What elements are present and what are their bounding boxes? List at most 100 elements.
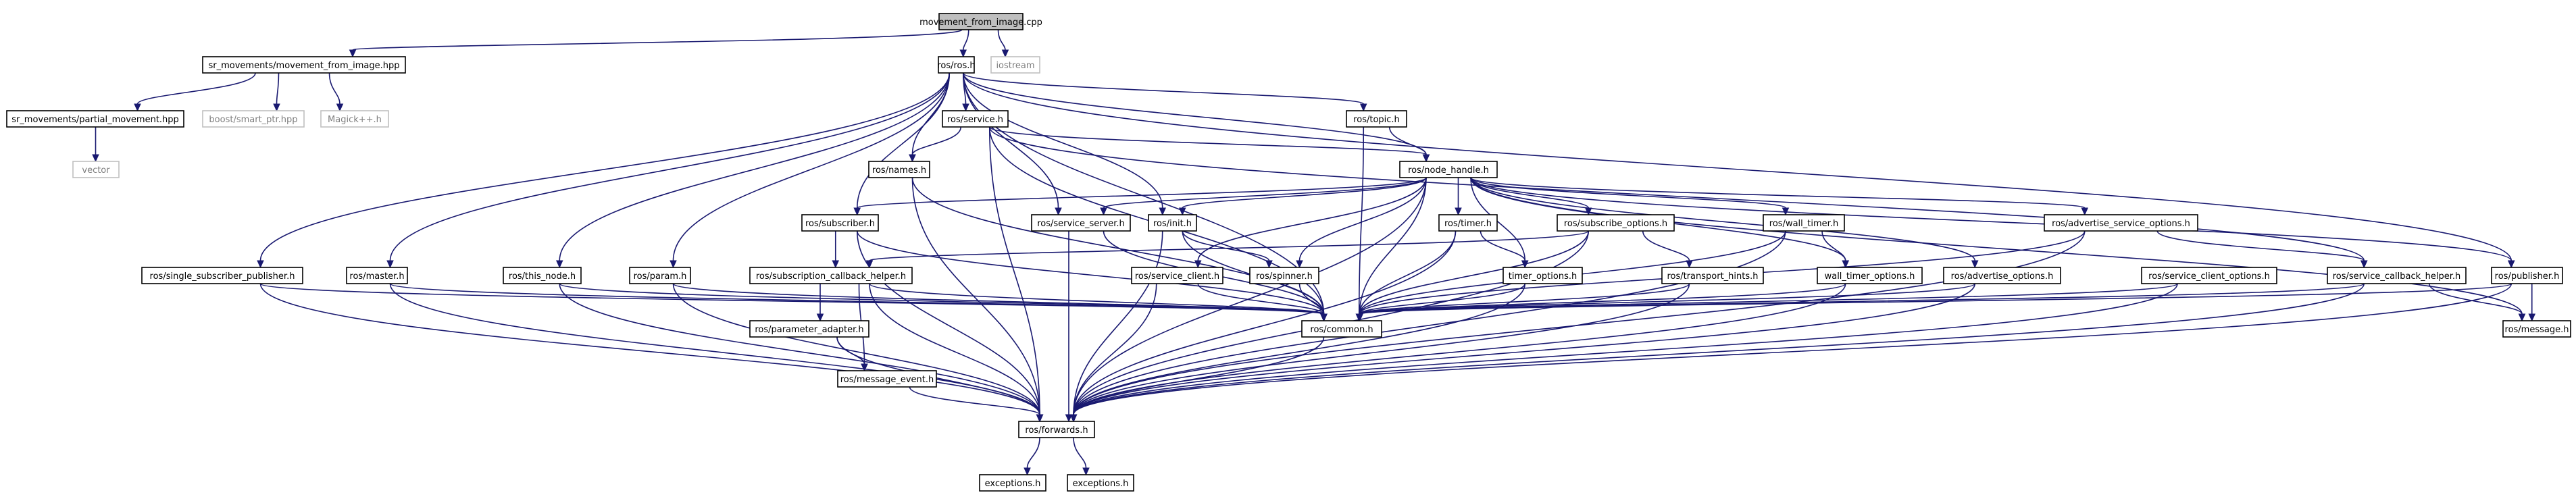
edge-line [962,29,969,51]
edge-line [836,336,1040,415]
edge-line [259,283,1040,415]
node-wall-timer-options-h[interactable]: wall_timer_options.h [1817,267,1923,284]
node-advertise-service-options-h[interactable]: ros/advertise_service_options.h [2044,214,2198,232]
edge-line [1821,230,1846,261]
node-subscription-callback-helper-h[interactable]: ros/subscription_callback_helper.h [749,267,913,284]
include-edge [273,72,280,112]
edge-line [1359,230,1590,315]
include-edge [1455,178,1462,216]
edge-line [672,283,1325,315]
node-label: ros/message.h [2505,325,2569,335]
include-edge [962,72,1167,216]
edge-line [997,29,1006,51]
include-edge [853,177,1427,216]
node-label: ros/timer.h [1444,219,1492,229]
arrowhead-icon [2360,260,2368,269]
node-subscriber-h[interactable]: ros/subscriber.h [801,214,879,232]
include-edge [1069,336,1325,423]
edge-line [1073,283,1157,415]
node-layer: movement_from_image.cpp sr_movements/mov… [6,13,2571,492]
edge-line [1470,177,2512,261]
edge-line [1073,437,1087,469]
node-label: ros/subscribe_options.h [1564,219,1667,229]
node-boost-smart-ptr-hpp: boost/smart_ptr.hpp [202,110,305,128]
node-label: ros/subscriber.h [805,219,875,229]
include-edge [1073,437,1090,476]
node-param-h[interactable]: ros/param.h [629,267,691,284]
node-timer-h[interactable]: ros/timer.h [1438,214,1498,232]
node-topic-h[interactable]: ros/topic.h [1346,110,1407,128]
node-parameter-adapter-h[interactable]: ros/parameter_adapter.h [749,320,869,338]
node-message-h[interactable]: ros/message.h [2502,320,2571,338]
node-magick-h: Magick++.h [320,110,389,128]
edge-line [1026,437,1040,469]
arrowhead-icon [2528,313,2536,322]
include-edge [1821,230,1850,269]
edge-line [1103,177,1427,209]
node-advertise-options-h[interactable]: ros/advertise_options.h [1943,267,2061,284]
node-partial-movement-hpp[interactable]: sr_movements/partial_movement.hpp [6,110,184,128]
arrowhead-icon [1069,414,1078,423]
include-edge [962,72,1062,216]
node-service-client-h[interactable]: ros/service_client.h [1131,267,1223,284]
node-label: iostream [996,61,1034,71]
node-single-subscriber-publisher-h[interactable]: ros/single_subscriber_publisher.h [141,267,303,284]
node-common-h[interactable]: ros/common.h [1301,320,1382,338]
arrowhead-icon [1055,207,1062,216]
node-forwards-h[interactable]: ros/forwards.h [1018,421,1095,438]
include-edge [909,386,1044,423]
arrowhead-icon [1178,207,1186,216]
node-label: sr_movements/partial_movement.hpp [11,115,179,125]
edge-line [1358,126,1365,315]
node-movement-from-image-hpp[interactable]: sr_movements/movement_from_image.hpp [202,56,406,74]
arrowhead-icon [134,103,141,112]
arrowhead-icon [386,260,394,269]
node-label: ros/service_callback_helper.h [2333,271,2461,282]
include-edge [832,231,840,269]
node-label: ros/parameter_adapter.h [755,325,863,335]
node-init-h[interactable]: ros/init.h [1148,214,1197,232]
arrowhead-icon [1971,260,1979,269]
node-exceptions-h-right[interactable]: exceptions.h [1067,474,1134,492]
edge-line [672,72,951,261]
node-names-h[interactable]: ros/names.h [868,161,930,178]
node-master-h[interactable]: ros/master.h [346,267,408,284]
node-label: ros/node_handle.h [1408,165,1489,176]
edge-line [1359,283,1526,315]
include-edge [1470,177,1979,269]
arrowhead-icon [2081,207,2089,216]
node-transport-hints-h[interactable]: ros/transport_hints.h [1661,267,1764,284]
include-edge [259,283,1328,322]
edge-line [1470,177,1590,209]
node-ros-h[interactable]: ros/ros.h [937,56,976,74]
node-label: Magick++.h [328,115,382,125]
node-service-client-options-h[interactable]: ros/service_client_options.h [2141,267,2277,284]
node-subscribe-options-h[interactable]: ros/subscribe_options.h [1557,214,1675,232]
node-label: ros/ros.h [937,61,975,71]
node-exceptions-h-left[interactable]: exceptions.h [979,474,1046,492]
edge-line [1073,230,2086,415]
edge-line [1480,230,1526,261]
include-edge [257,72,951,269]
node-message-event-h[interactable]: ros/message_event.h [837,370,937,388]
node-label: ros/common.h [1310,325,1373,335]
edge-line [856,230,1325,315]
node-service-callback-helper-h[interactable]: ros/service_callback_helper.h [2327,267,2467,284]
node-movement-from-image-cpp[interactable]: movement_from_image.cpp [919,13,1042,30]
include-edge [869,283,1328,322]
node-spinner-h[interactable]: ros/spinner.h [1249,267,1319,284]
node-service-h[interactable]: ros/service.h [942,110,1009,128]
node-service-server-h[interactable]: ros/service_server.h [1031,214,1131,232]
include-edge [2528,284,2536,322]
node-node-handle-h[interactable]: ros/node_handle.h [1399,161,1498,178]
node-label: ros/service_client.h [1135,271,1219,282]
node-wall-timer-h[interactable]: ros/wall_timer.h [1763,214,1845,232]
node-this-node-h[interactable]: ros/this_node.h [503,267,582,284]
edge-line [988,126,1040,415]
node-publisher-h[interactable]: ros/publisher.h [2491,267,2563,284]
edge-line [328,72,340,105]
arrowhead-icon [962,103,969,112]
node-timer-options-h[interactable]: timer_options.h [1502,267,1583,284]
arrowhead-icon [1359,103,1367,112]
edge-line [869,283,1040,415]
